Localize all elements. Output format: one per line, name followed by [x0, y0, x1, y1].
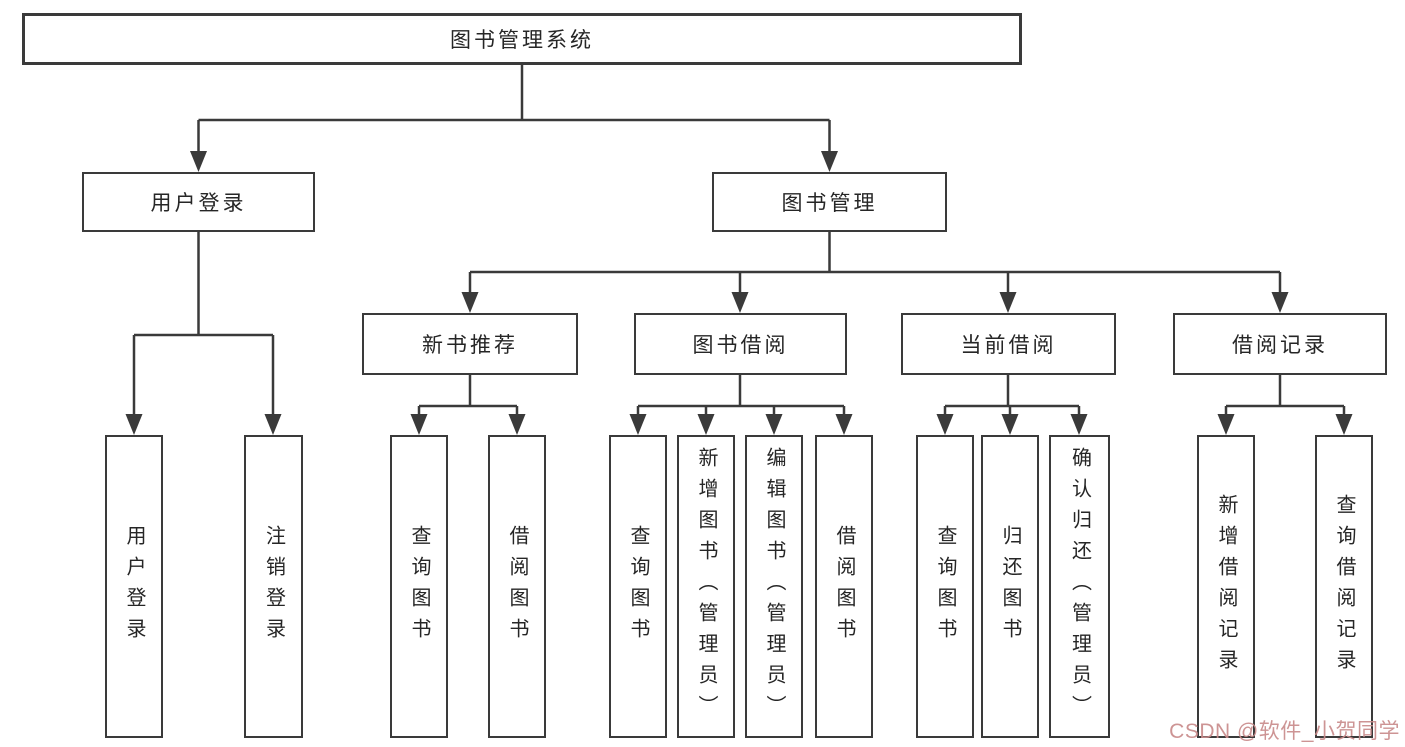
arrowhead: [1335, 414, 1353, 435]
arrowhead: [1271, 292, 1289, 313]
arrowhead: [1217, 414, 1235, 435]
leaf-cb-return-books: 归还图书: [981, 435, 1039, 738]
node-label: 查询图书: [627, 524, 649, 649]
connector-current-borrowing-to-leaves: [936, 375, 1088, 435]
arrowhead: [999, 292, 1017, 313]
node-label: 编辑图书（管理员）: [763, 447, 785, 726]
node-book-borrowing: 图书借阅: [634, 313, 847, 375]
leaf-cb-confirm-return-admin: 确认归还（管理员）: [1049, 435, 1110, 738]
connector-borrowing-records-to-leaves: [1217, 375, 1353, 435]
arrowhead: [697, 414, 715, 435]
node-label: 查询图书: [934, 524, 956, 649]
node-label: 图书管理系统: [450, 29, 594, 52]
node-label: 查询借阅记录: [1333, 493, 1355, 680]
leaf-bb-edit-books-admin: 编辑图书（管理员）: [745, 435, 803, 738]
arrowhead: [1001, 414, 1019, 435]
node-label: 借阅记录: [1232, 334, 1328, 357]
leaf-bb-borrow-books: 借阅图书: [815, 435, 873, 738]
csdn-watermark: CSDN @软件_小贺同学: [1169, 720, 1400, 743]
arrowhead: [410, 414, 428, 435]
node-label: 查询图书: [408, 524, 430, 649]
arrowhead: [731, 292, 749, 313]
leaf-nbr-borrow-books: 借阅图书: [488, 435, 546, 738]
node-user-login: 用户登录: [82, 172, 315, 232]
leaf-br-query-borrow-record: 查询借阅记录: [1315, 435, 1373, 738]
node-label: 新增借阅记录: [1215, 493, 1237, 680]
arrowhead: [1070, 414, 1088, 435]
node-label: 借阅图书: [506, 524, 528, 649]
node-book-management: 图书管理: [712, 172, 947, 232]
node-label: 归还图书: [999, 524, 1021, 649]
arrowhead: [765, 414, 783, 435]
arrowhead: [264, 414, 282, 435]
arrowhead: [461, 292, 479, 313]
connector-user-login-to-leaves: [125, 232, 282, 435]
connector-new-book-recommendation-to-leaves: [410, 375, 526, 435]
leaf-nbr-query-books: 查询图书: [390, 435, 448, 738]
node-label: 用户登录: [150, 192, 247, 215]
arrowhead: [835, 414, 853, 435]
node-new-book-recommendation: 新书推荐: [362, 313, 578, 375]
node-label: 图书借阅: [692, 334, 789, 357]
connector-root-to-level2: [190, 65, 838, 172]
connector-book-borrowing-to-leaves: [629, 375, 853, 435]
connector-book-management-to-level3: [461, 232, 1289, 313]
leaf-bb-add-books-admin: 新增图书（管理员）: [677, 435, 735, 738]
arrowhead: [629, 414, 647, 435]
node-label: 注销登录: [262, 524, 285, 649]
node-label: 图书管理: [781, 192, 878, 215]
node-label: 借阅图书: [833, 524, 855, 649]
leaf-user-login: 用户登录: [105, 435, 163, 738]
arrowhead: [821, 151, 838, 172]
arrowhead: [508, 414, 526, 435]
arrowhead: [190, 151, 207, 172]
node-label: 新书推荐: [422, 334, 518, 357]
leaf-logout: 注销登录: [244, 435, 303, 738]
arrowhead: [125, 414, 143, 435]
node-current-borrowing: 当前借阅: [901, 313, 1116, 375]
leaf-br-add-borrow-record: 新增借阅记录: [1197, 435, 1255, 738]
leaf-bb-query-books: 查询图书: [609, 435, 667, 738]
leaf-cb-query-books: 查询图书: [916, 435, 974, 738]
node-library-management-system: 图书管理系统: [22, 13, 1022, 65]
node-borrowing-records: 借阅记录: [1173, 313, 1387, 375]
node-label: 确认归还（管理员）: [1068, 447, 1091, 726]
node-label: 用户登录: [123, 524, 145, 649]
node-label: 新增图书（管理员）: [695, 447, 717, 726]
arrowhead: [936, 414, 954, 435]
node-label: 当前借阅: [960, 334, 1057, 357]
